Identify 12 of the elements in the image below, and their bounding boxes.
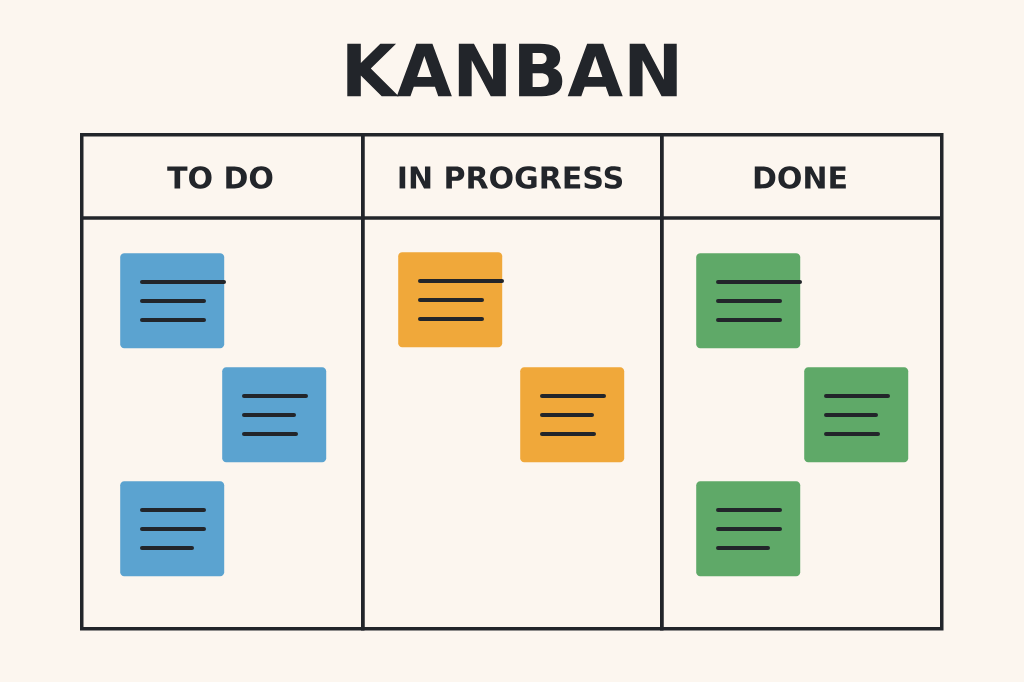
sticky-note [696, 481, 801, 577]
board-column: TO DO [80, 133, 365, 631]
board-column: IN PROGRESS [361, 133, 664, 631]
board-column: DONE [660, 133, 944, 631]
title: KANBAN [347, 43, 677, 97]
sticky-note [804, 367, 909, 463]
sticky-note [120, 481, 225, 577]
sticky-note [120, 253, 226, 349]
sticky-note [696, 253, 802, 349]
sticky-note [398, 252, 504, 348]
sticky-note [222, 367, 327, 463]
sticky-note [520, 367, 625, 463]
